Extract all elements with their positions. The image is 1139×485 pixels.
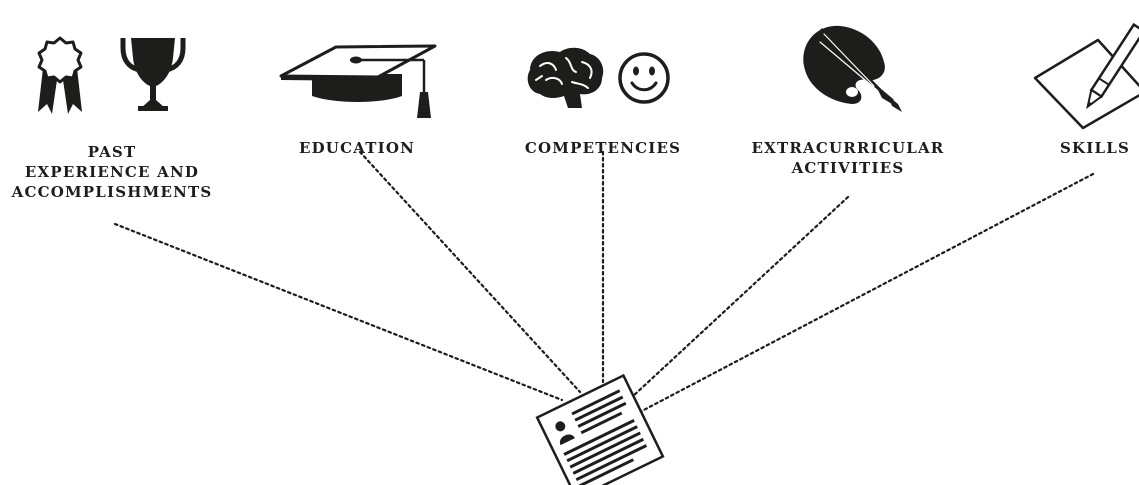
label-line: EDUCATION <box>298 139 416 157</box>
label-competencies: COMPETENCIES <box>513 138 693 158</box>
paint-palette-icon <box>803 25 902 112</box>
connector-skills <box>638 172 1095 414</box>
connector-past <box>113 222 564 402</box>
label-line: PAST <box>87 143 137 161</box>
pencil-paper-icon <box>1033 22 1139 130</box>
connector-extracurricular <box>630 195 850 399</box>
award-ribbon-icon <box>37 36 83 114</box>
graduation-cap-icon <box>279 44 437 118</box>
label-past-experience: PAST EXPERIENCE AND ACCOMPLISHMENTS <box>2 142 222 202</box>
label-line: SKILLS <box>1059 139 1130 157</box>
connectors <box>113 150 1095 414</box>
brain-icon <box>527 47 604 108</box>
label-line: ACCOMPLISHMENTS <box>11 183 213 201</box>
label-skills: SKILLS <box>1052 138 1138 158</box>
label-line: EXPERIENCE AND <box>24 163 200 181</box>
resume-document-icon <box>535 373 665 485</box>
trophy-icon <box>120 38 186 111</box>
label-line: ACTIVITIES <box>791 159 905 177</box>
label-line: COMPETENCIES <box>524 139 682 157</box>
label-education: EDUCATION <box>282 138 432 158</box>
label-extracurricular: EXTRACURRICULAR ACTIVITIES <box>738 138 958 178</box>
label-line: EXTRACURRICULAR <box>751 139 945 157</box>
smiley-face-icon <box>618 52 670 104</box>
connector-education <box>358 150 582 394</box>
